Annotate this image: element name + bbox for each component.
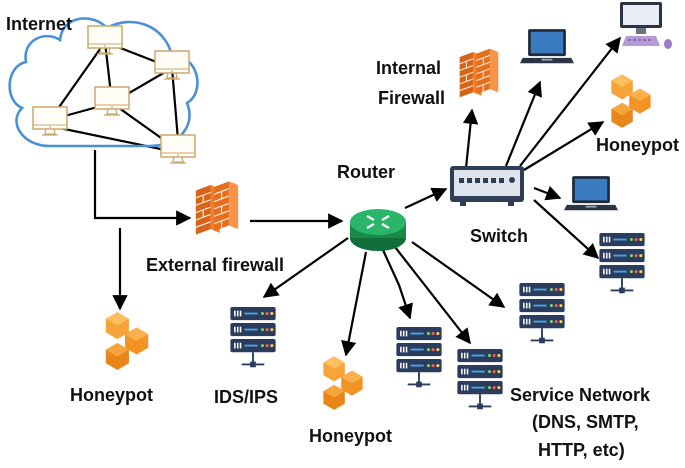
labels: Internet Internal Firewall Honeypot Rout… (6, 14, 679, 460)
internal-firewall-icon (459, 48, 499, 98)
server-rack-icon (229, 306, 277, 369)
honeypot-icon (611, 74, 651, 128)
switch-icon (450, 166, 524, 206)
label-internal-firewall-line2: Firewall (378, 88, 445, 108)
label-ids-ips: IDS/IPS (214, 387, 278, 407)
label-service-network-line3: HTTP, etc) (538, 440, 625, 460)
honeypot-icon (105, 312, 149, 370)
cloud-icon (8, 17, 199, 148)
label-honeypot-bottom: Honeypot (309, 426, 392, 446)
label-honeypot-left: Honeypot (70, 385, 153, 405)
desktop-computer-icon (620, 2, 672, 49)
laptop-icon (520, 29, 574, 64)
terminal-icon (32, 106, 68, 136)
label-service-network-line2: (DNS, SMTP, (532, 412, 639, 432)
server-rack-icon (598, 232, 646, 295)
label-switch: Switch (470, 226, 528, 246)
label-service-network-line1: Service Network (510, 385, 651, 405)
server-rack-icon (456, 348, 504, 411)
label-honeypot-top-right: Honeypot (596, 135, 679, 155)
label-router: Router (337, 162, 395, 182)
server-rack-icon (518, 282, 566, 345)
laptop-icon (564, 176, 618, 211)
honeypot-icon (323, 356, 363, 410)
router-icon (350, 209, 406, 251)
terminal-icon (160, 134, 196, 164)
server-rack-icon (395, 326, 443, 389)
label-external-firewall: External firewall (146, 255, 284, 275)
external-firewall-icon (195, 180, 239, 236)
label-internal-firewall-line1: Internal (376, 58, 441, 78)
label-internet: Internet (6, 14, 72, 34)
